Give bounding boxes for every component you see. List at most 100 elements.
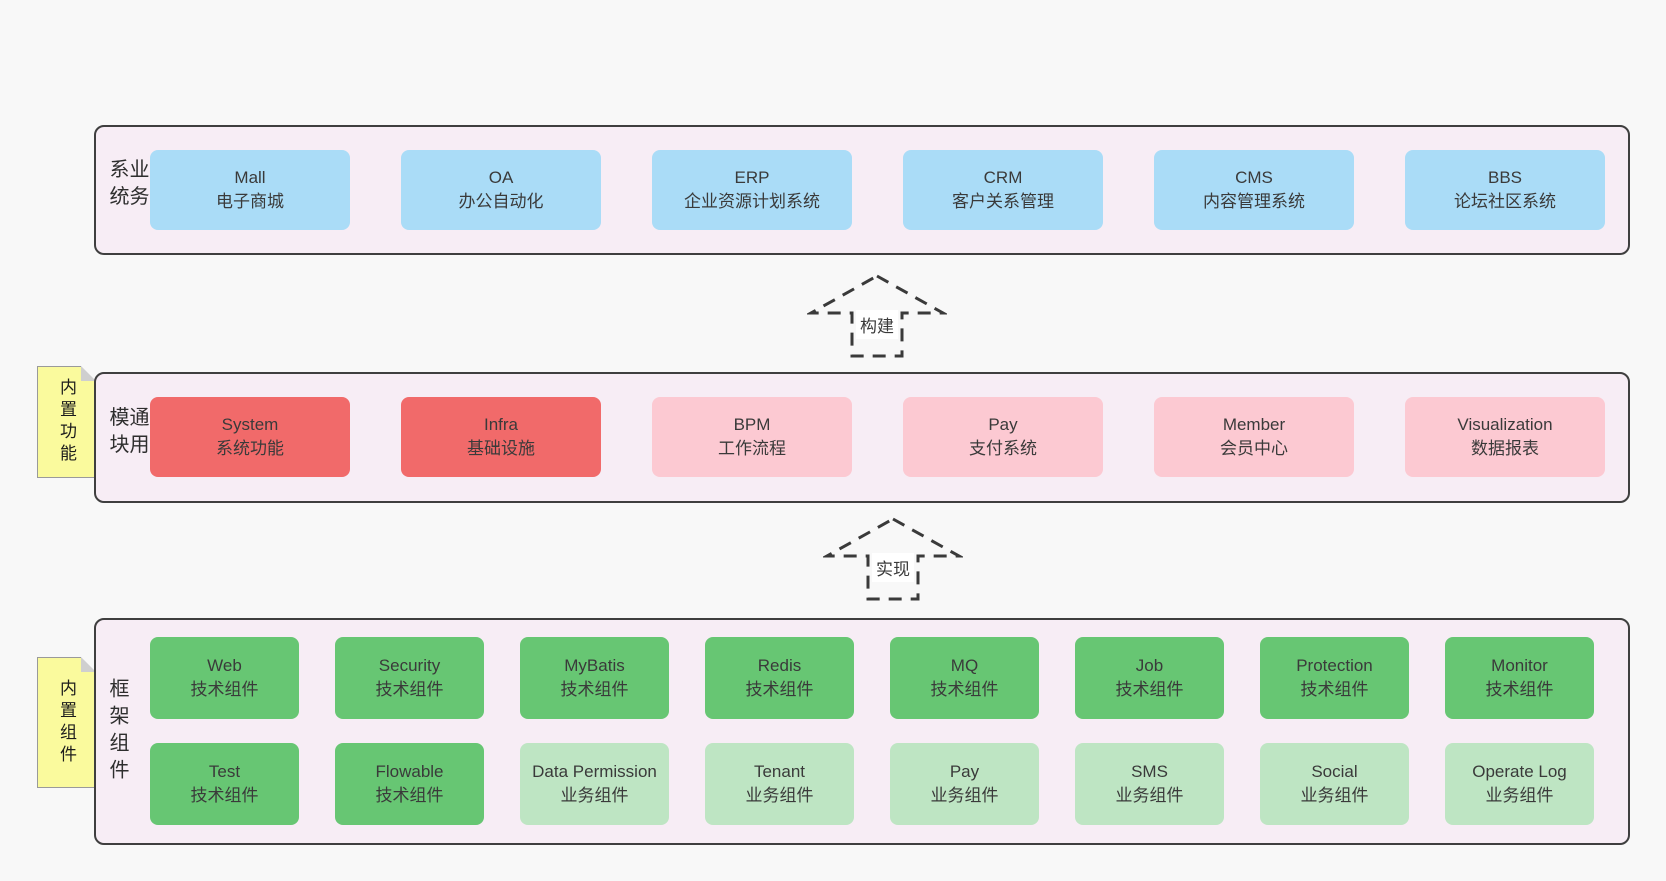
box-social: Social 业务组件 — [1260, 743, 1409, 825]
box-monitor: Monitor 技术组件 — [1445, 637, 1594, 719]
panel-framework-label: 框架组件 — [106, 677, 128, 786]
box-job: Job 技术组件 — [1075, 637, 1224, 719]
arrow-build: 构建 — [807, 273, 947, 359]
box-subtitle: 业务组件 — [560, 786, 629, 805]
box-title: Redis — [757, 656, 802, 675]
arrow-implement: 实现 — [823, 516, 963, 602]
box-title: Job — [1135, 656, 1164, 675]
panel-modules-label: 通用模块 — [106, 405, 148, 460]
box-oa: OA 办公自动化 — [401, 150, 601, 230]
box-subtitle: 技术组件 — [375, 786, 444, 805]
box-pay: Pay 支付系统 — [903, 397, 1103, 477]
sticky-note-label: 内置组件 — [57, 678, 76, 767]
framework-boxes-grid: Web 技术组件 Security 技术组件 MyBatis 技术组件 Redi… — [150, 637, 1594, 825]
box-pay-business: Pay 业务组件 — [890, 743, 1039, 825]
box-subtitle: 内容管理系统 — [1203, 192, 1305, 211]
box-title: ERP — [734, 168, 770, 187]
modules-boxes-row: System 系统功能 Infra 基础设施 BPM 工作流程 Pay 支付系统… — [150, 397, 1605, 477]
box-title: Monitor — [1491, 656, 1548, 675]
box-title: Social — [1311, 762, 1358, 781]
box-title: MyBatis — [564, 656, 625, 675]
box-subtitle: 业务组件 — [1300, 786, 1369, 805]
box-title: Visualization — [1457, 415, 1553, 434]
box-title: Mall — [234, 168, 266, 187]
box-subtitle: 技术组件 — [1115, 680, 1184, 699]
box-crm: CRM 客户关系管理 — [903, 150, 1103, 230]
box-title: SMS — [1131, 762, 1168, 781]
box-title: BBS — [1487, 168, 1523, 187]
box-subtitle: 技术组件 — [560, 680, 629, 699]
box-mybatis: MyBatis 技术组件 — [520, 637, 669, 719]
box-title: System — [221, 415, 279, 434]
box-cms: CMS 内容管理系统 — [1154, 150, 1354, 230]
box-subtitle: 企业资源计划系统 — [684, 192, 820, 211]
box-subtitle: 业务组件 — [930, 786, 999, 805]
box-title: Web — [207, 656, 242, 675]
box-subtitle: 支付系统 — [969, 439, 1037, 458]
arrow-up-icon — [807, 274, 947, 358]
arrow-implement-label: 实现 — [872, 553, 914, 582]
sticky-note-built-in-features: 内置功能 — [37, 366, 96, 478]
box-title: MQ — [950, 656, 979, 675]
box-erp: ERP 企业资源计划系统 — [652, 150, 852, 230]
box-title: Operate Log — [1472, 762, 1567, 781]
box-bbs: BBS 论坛社区系统 — [1405, 150, 1605, 230]
box-subtitle: 论坛社区系统 — [1454, 192, 1556, 211]
box-subtitle: 业务组件 — [1115, 786, 1184, 805]
box-title: Tenant — [753, 762, 806, 781]
box-subtitle: 系统功能 — [216, 439, 284, 458]
box-title: Pay — [988, 415, 1018, 434]
sticky-note-built-in-components: 内置组件 — [37, 657, 96, 788]
box-bpm: BPM 工作流程 — [652, 397, 852, 477]
box-test: Test 技术组件 — [150, 743, 299, 825]
box-mall: Mall 电子商城 — [150, 150, 350, 230]
box-subtitle: 技术组件 — [190, 786, 259, 805]
box-visualization: Visualization 数据报表 — [1405, 397, 1605, 477]
box-web: Web 技术组件 — [150, 637, 299, 719]
box-security: Security 技术组件 — [335, 637, 484, 719]
box-subtitle: 电子商城 — [216, 192, 284, 211]
box-subtitle: 技术组件 — [1300, 680, 1369, 699]
box-subtitle: 技术组件 — [930, 680, 999, 699]
box-tenant: Tenant 业务组件 — [705, 743, 854, 825]
box-title: Security — [378, 656, 441, 675]
arrow-up-icon — [823, 517, 963, 601]
arrow-build-label: 构建 — [856, 310, 898, 339]
box-flowable: Flowable 技术组件 — [335, 743, 484, 825]
box-subtitle: 业务组件 — [1485, 786, 1554, 805]
business-boxes-row: Mall 电子商城 OA 办公自动化 ERP 企业资源计划系统 CRM 客户关系… — [150, 150, 1605, 230]
box-title: OA — [488, 168, 514, 187]
sticky-note-label: 内置功能 — [57, 378, 76, 466]
box-subtitle: 基础设施 — [467, 439, 535, 458]
panel-business-systems: 业务系统 Mall 电子商城 OA 办公自动化 ERP 企业资源计划系统 CRM… — [94, 125, 1630, 255]
box-subtitle: 技术组件 — [745, 680, 814, 699]
box-infra: Infra 基础设施 — [401, 397, 601, 477]
box-title: Protection — [1296, 656, 1373, 675]
box-system: System 系统功能 — [150, 397, 350, 477]
box-title: Data Permission — [532, 762, 657, 781]
box-subtitle: 技术组件 — [1485, 680, 1554, 699]
box-subtitle: 数据报表 — [1471, 439, 1539, 458]
box-sms: SMS 业务组件 — [1075, 743, 1224, 825]
panel-common-modules: 通用模块 System 系统功能 Infra 基础设施 BPM 工作流程 Pay… — [94, 372, 1630, 503]
box-title: Pay — [949, 762, 980, 781]
box-subtitle: 技术组件 — [190, 680, 259, 699]
box-title: Test — [208, 762, 241, 781]
box-protection: Protection 技术组件 — [1260, 637, 1409, 719]
box-title: CRM — [983, 168, 1023, 187]
box-subtitle: 会员中心 — [1220, 439, 1288, 458]
box-redis: Redis 技术组件 — [705, 637, 854, 719]
box-title: CMS — [1235, 168, 1273, 187]
box-member: Member 会员中心 — [1154, 397, 1354, 477]
box-operate-log: Operate Log 业务组件 — [1445, 743, 1594, 825]
box-mq: MQ 技术组件 — [890, 637, 1039, 719]
panel-business-label: 业务系统 — [106, 158, 148, 213]
box-data-permission: Data Permission 业务组件 — [520, 743, 669, 825]
box-title: Flowable — [375, 762, 444, 781]
box-title: Member — [1222, 415, 1286, 434]
box-subtitle: 办公自动化 — [458, 192, 544, 211]
box-subtitle: 客户关系管理 — [952, 192, 1054, 211]
box-subtitle: 业务组件 — [745, 786, 814, 805]
box-title: Infra — [483, 415, 519, 434]
